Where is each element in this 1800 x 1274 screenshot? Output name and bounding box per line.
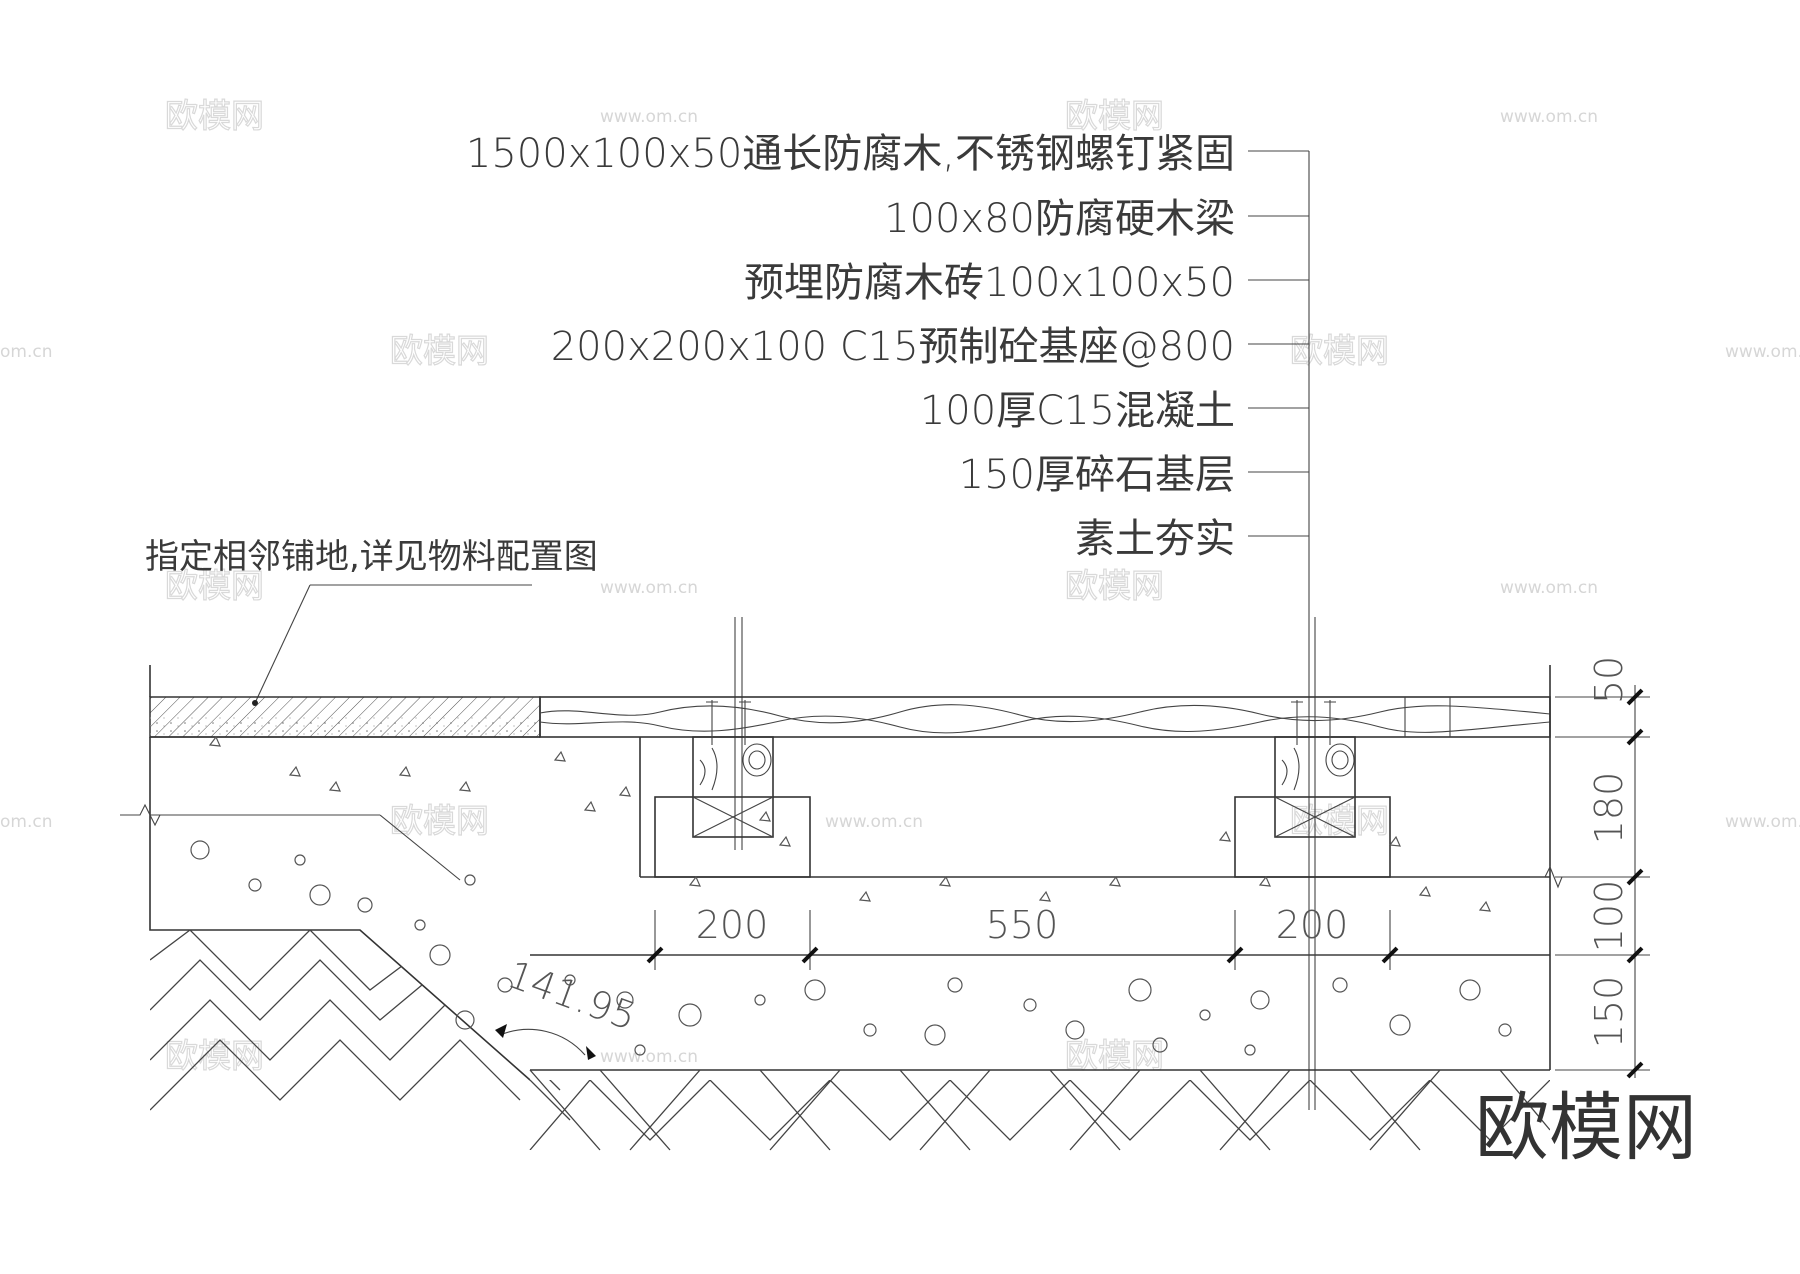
watermark-url: www.om.cn [1500, 578, 1598, 598]
callout-label: 200x200x100 C15预制砼基座@800 [551, 324, 1235, 370]
watermark-url: www.om.cn [600, 578, 698, 598]
brand-logo: 欧模网 [1475, 1085, 1697, 1171]
dim-label: 50 [1587, 656, 1631, 704]
watermark-url: www.om.cn [825, 812, 923, 832]
dim-label: 550 [986, 903, 1059, 947]
watermark-brand: 欧模网 [165, 1036, 264, 1075]
watermark-url: www.om.cn [1725, 342, 1800, 362]
watermark-brand: 欧模网 [1065, 566, 1164, 605]
dim-label: 200 [696, 903, 769, 947]
watermark-brand: 欧模网 [165, 566, 264, 605]
callout-label: 1500x100x50通长防腐木,不锈钢螺钉紧固 [466, 131, 1235, 177]
left-note-label: 指定相邻铺地,详见物料配置图 [145, 537, 598, 577]
watermark-url: om.cn [0, 812, 53, 832]
callout-label: 100x80防腐硬木梁 [884, 196, 1235, 242]
watermark-brand: 欧模网 [1290, 801, 1389, 840]
dim-label: 180 [1587, 772, 1631, 845]
watermark-brand: 欧模网 [165, 96, 264, 135]
watermark-brand: 欧模网 [390, 331, 489, 370]
watermarks: 欧模网 www.om.cn 欧模网 www.om.cn om.cn 欧模网 欧模… [0, 95, 1800, 1075]
left-note: 指定相邻铺地,详见物料配置图 [145, 537, 598, 706]
dim-label: 200 [1276, 903, 1349, 947]
dim-label: 100 [1587, 880, 1631, 953]
callout-leaders [734, 150, 1316, 1110]
callout-label: 150厚碎石基层 [959, 452, 1235, 498]
section-layers [120, 665, 1575, 1151]
callout-label: 100厚C15混凝土 [920, 388, 1235, 434]
watermark-url: om.cn [0, 342, 53, 362]
slope-label: 141.95 [502, 952, 642, 1039]
watermark-url: www.om.cn [1725, 812, 1800, 832]
watermark-brand: 欧模网 [1290, 331, 1389, 370]
watermark-url: www.om.cn [600, 1047, 698, 1067]
watermark-brand: 欧模网 [1065, 1036, 1164, 1075]
dimensions: 200 550 200 50 180 100 150 141.95 [495, 656, 1650, 1079]
watermark-url: www.om.cn [1500, 107, 1598, 127]
callout-label: 素土夯实 [1075, 516, 1235, 562]
watermark-brand: 欧模网 [1065, 96, 1164, 135]
watermark-brand: 欧模网 [390, 801, 489, 840]
callout-labels: 1500x100x50通长防腐木,不锈钢螺钉紧固 100x80防腐硬木梁 预埋防… [466, 131, 1235, 562]
callout-label: 预埋防腐木砖100x100x50 [744, 260, 1235, 306]
watermark-url: www.om.cn [600, 107, 698, 127]
dim-label: 150 [1587, 976, 1631, 1049]
